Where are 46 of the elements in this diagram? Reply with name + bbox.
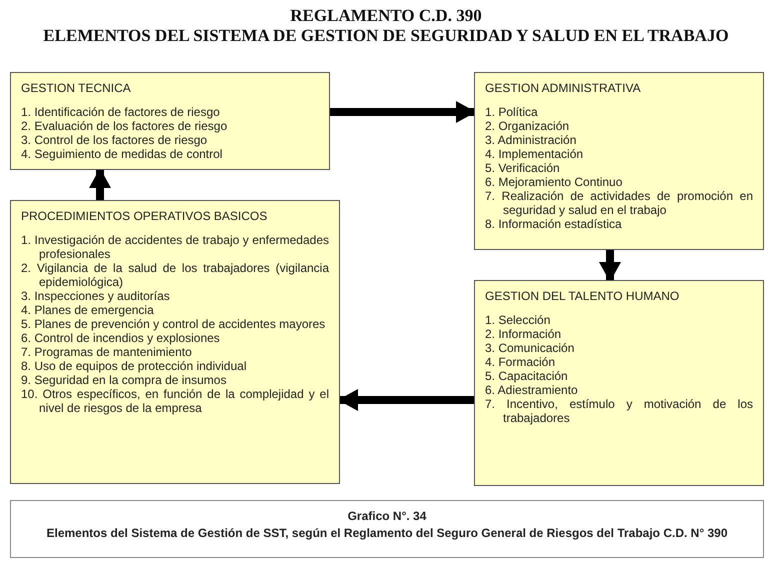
list-item: 2. Información <box>485 327 562 341</box>
subtitle: ELEMENTOS DEL SISTEMA DE GESTION DE SEGURIDAD Y SALUD EN EL TRABAJO <box>42 26 730 46</box>
list-item: 5. Planes de prevención y control de accidentes mayores <box>21 317 326 331</box>
list-item: 10. Otros específicos, en función de la complejidad y el nivel de riesgos de la empresa <box>21 387 329 415</box>
process-box <box>10 200 340 484</box>
process-box <box>474 72 764 250</box>
process-box <box>474 280 764 486</box>
list-item: 2. Organización <box>485 119 570 133</box>
box-heading: GESTION DEL TALENTO HUMANO <box>485 289 680 303</box>
list-item: 8. Uso de equipos de protección individual <box>21 359 248 373</box>
list-item: 5. Capacitación <box>485 369 569 383</box>
list-item: 7. Programas de mantenimiento <box>21 345 193 359</box>
list-item: 5. Verificación <box>485 161 561 175</box>
figure-number: Grafico N°. 34 <box>346 509 428 523</box>
list-item: 4. Implementación <box>485 147 584 161</box>
list-item: 2. Vigilancia de la salud de los trabajadores (vigilancia epidemiológica) <box>21 261 329 289</box>
process-box <box>10 72 330 170</box>
arrow <box>599 250 621 282</box>
list-item: 3. Control de los factores de riesgo <box>21 133 208 147</box>
box-heading: GESTION ADMINISTRATIVA <box>485 81 642 95</box>
list-item: 6. Mejoramiento Continuo <box>485 175 624 189</box>
list-item: 7. Incentivo, estímulo y motivación de los trabajadores <box>485 397 753 425</box>
caption-text: Elementos del Sistema de Gestión de SST, según el Reglamento del Seguro General de Riesgos del Trabajo C.D. N° 390 <box>46 526 728 540</box>
list-item: 4. Formación <box>485 355 556 369</box>
list-item: 9. Seguridad en la compra de insumos <box>21 373 228 387</box>
list-item: 3. Administración <box>485 133 578 147</box>
list-item: 3. Comunicación <box>485 341 576 355</box>
box-heading: PROCEDIMIENTOS OPERATIVOS BASICOS <box>21 209 268 223</box>
list-item: 6. Adiestramiento <box>485 383 579 397</box>
list-item: 1. Selección <box>485 313 552 327</box>
box-heading: GESTION TECNICA <box>21 81 132 95</box>
list-item: 6. Control de incendios y explosiones <box>21 331 221 345</box>
list-item: 1. Identificación de factores de riesgo <box>21 105 221 119</box>
list-item: 8. Información estadística <box>485 217 623 231</box>
list-item: 7. Realización de actividades de promoción en seguridad y salud en el trabajo <box>485 189 753 217</box>
list-item: 4. Planes de emergencia <box>21 303 155 317</box>
list-item: 1. Política <box>485 105 539 119</box>
arrow <box>338 389 474 411</box>
title: REGLAMENTO C.D. 390 <box>289 6 483 26</box>
list-item: 4. Seguimiento de medidas de control <box>21 147 224 161</box>
arrow <box>330 101 476 123</box>
list-item: 1. Investigación de accidentes de trabajo y enfermedades profesionales <box>21 233 329 261</box>
list-item: 3. Inspecciones y auditorías <box>21 289 171 303</box>
arrow <box>89 168 111 200</box>
list-item: 2. Evaluación de los factores de riesgo <box>21 119 228 133</box>
caption-box <box>10 500 764 558</box>
